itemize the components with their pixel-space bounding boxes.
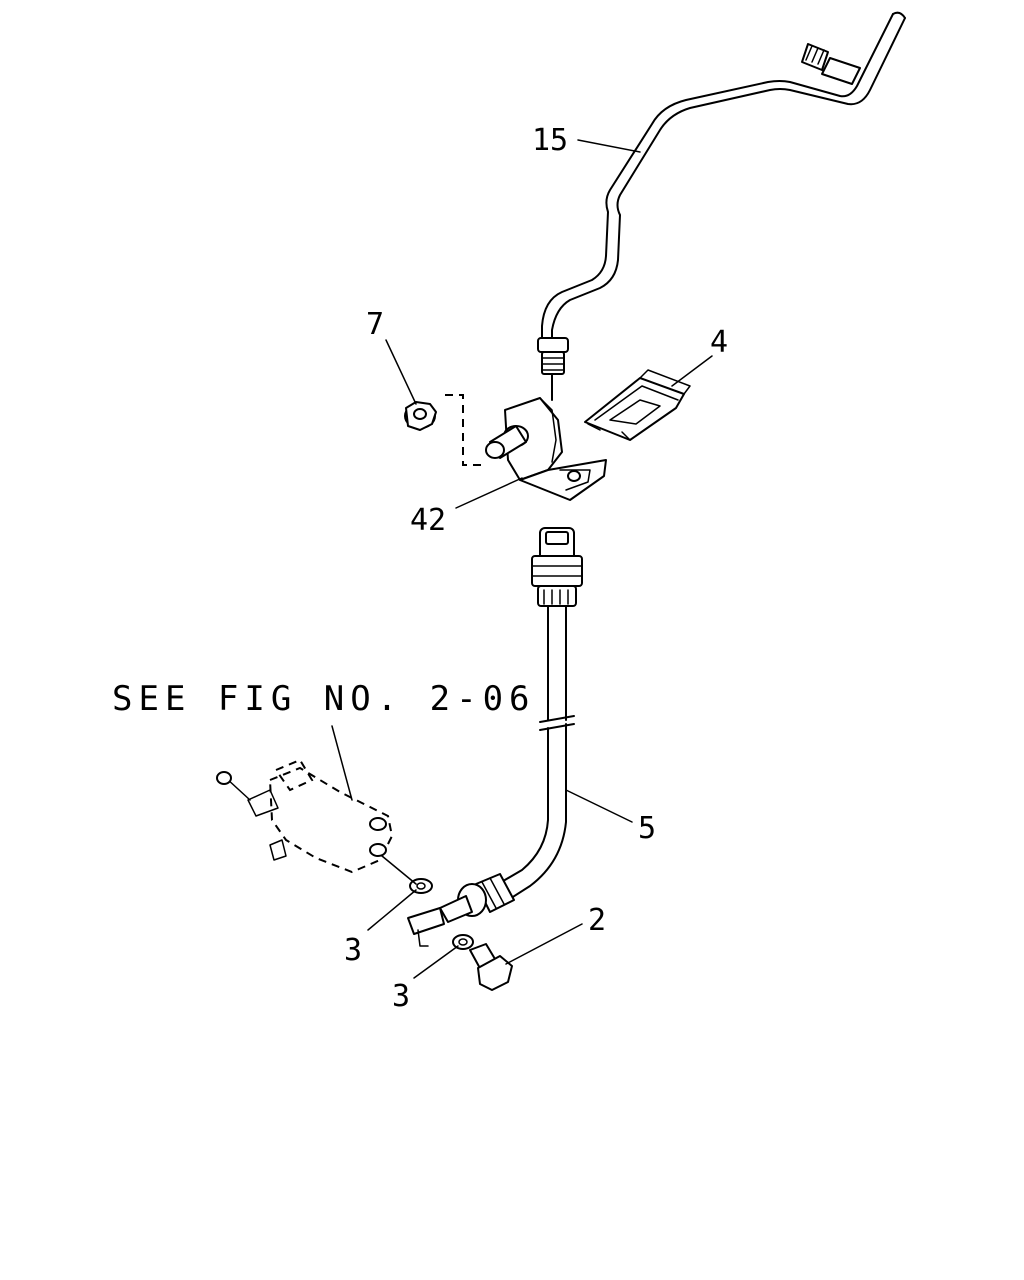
bolt-2 [469,943,513,991]
referenced-cylinder [216,758,417,885]
pipe-15 [537,11,906,375]
hose-5 [407,527,583,947]
leader-lines [331,139,713,979]
callout-4: 4 [710,325,728,360]
callout-2: 2 [588,903,606,938]
callout-3-upper: 3 [344,933,362,968]
nut-7 [404,401,437,431]
clip-4 [584,369,691,441]
callout-3-lower: 3 [392,979,410,1014]
callout-15: 15 [532,123,568,158]
callout-42: 42 [410,503,446,538]
assembly-guide-lines [445,374,553,466]
callout-5: 5 [638,811,656,846]
callout-7: 7 [366,307,384,342]
reference-note: SEE FIG NO. 2-06 [112,679,536,719]
bracket-42 [485,397,607,501]
